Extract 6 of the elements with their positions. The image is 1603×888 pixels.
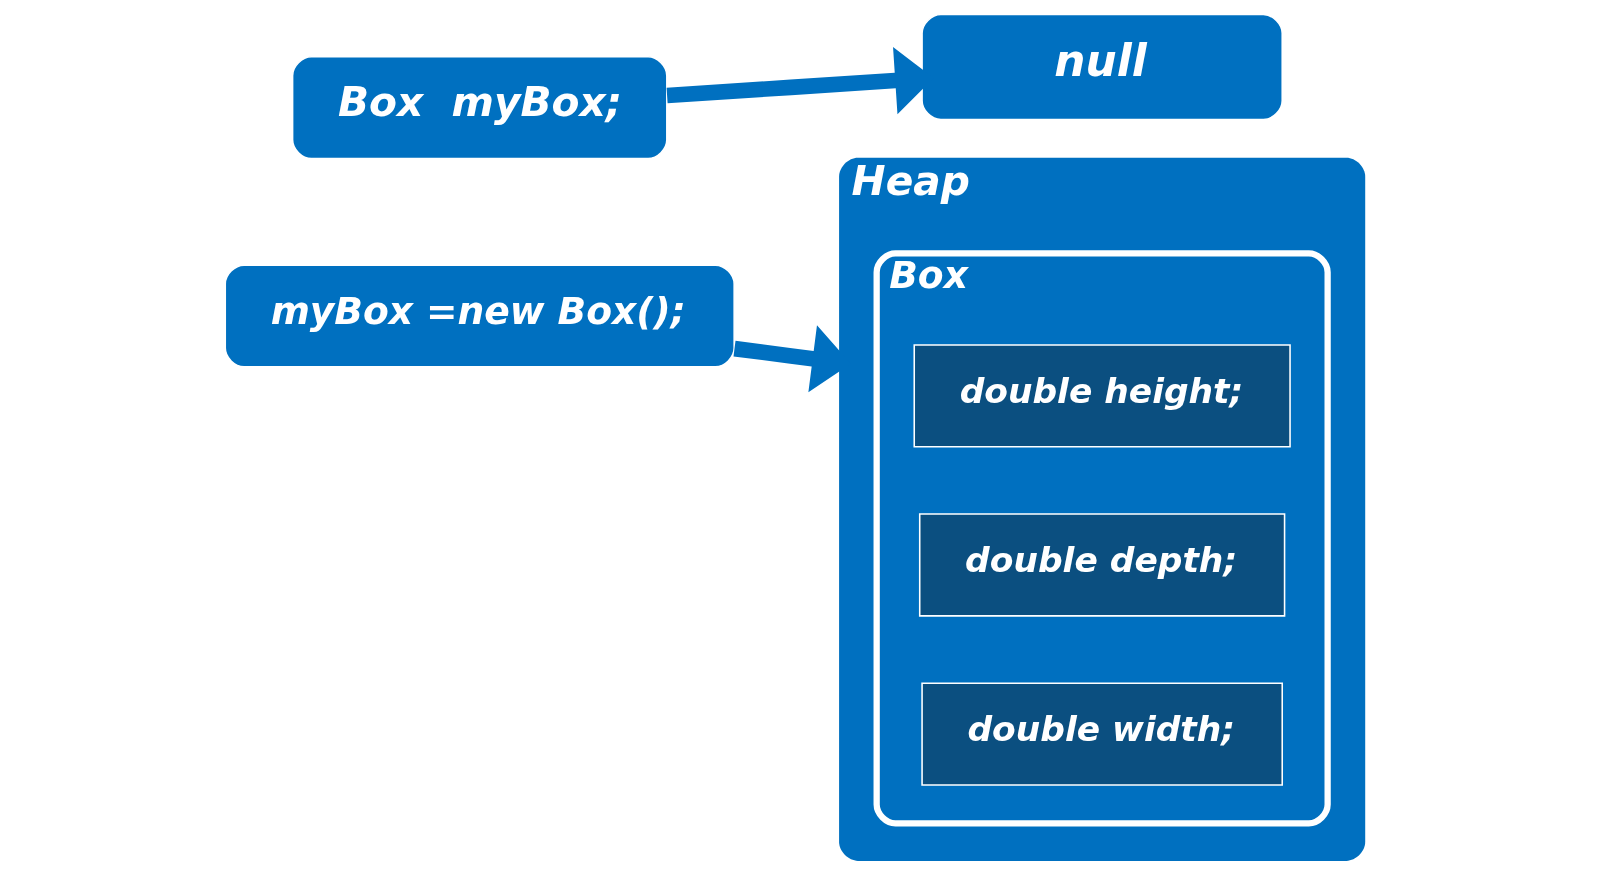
node-box: myBox =new Box(); <box>224 264 735 368</box>
node-box: double width; <box>921 682 1283 786</box>
node-box: double depth; <box>918 513 1286 617</box>
node-box: double height; <box>913 344 1291 448</box>
node-box: null <box>921 13 1283 121</box>
node-box: Box myBox; <box>291 56 668 160</box>
